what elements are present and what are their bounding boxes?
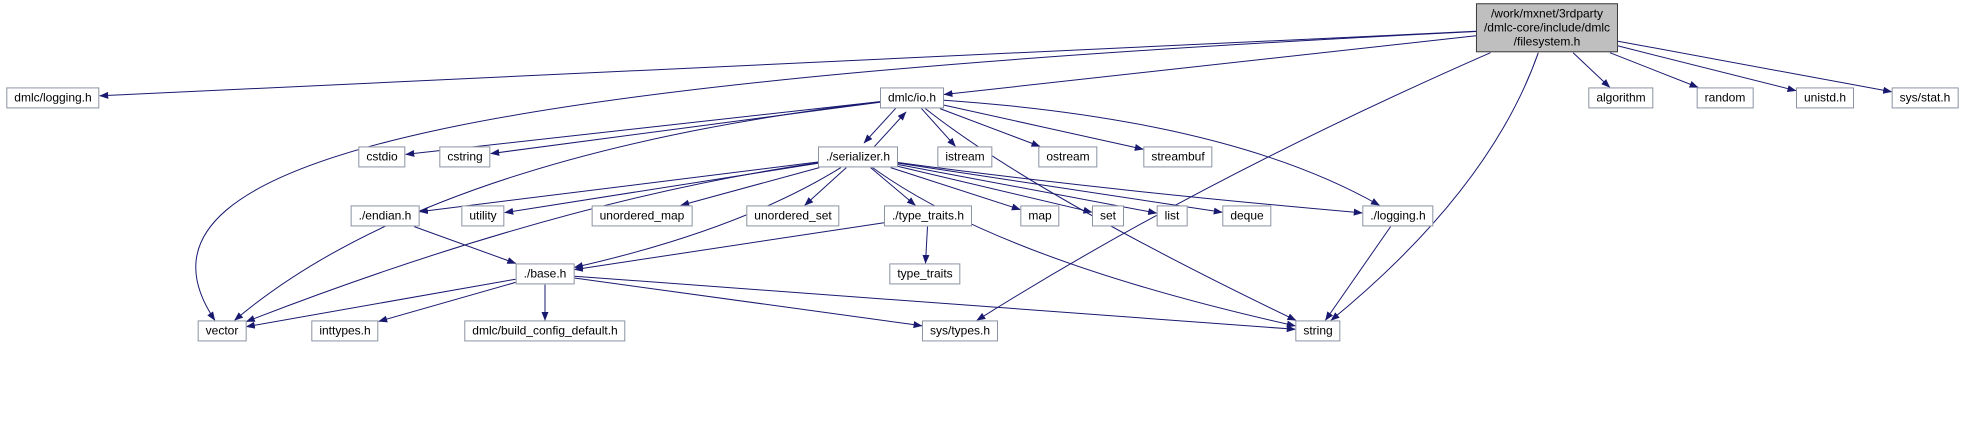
- edge-serializer-to-map: [890, 167, 1021, 211]
- edge-serializer-to-set: [897, 165, 1093, 214]
- edge-io-to-ostream: [939, 108, 1041, 147]
- edge-serializer-to-unordered-set: [804, 167, 847, 206]
- edge-filesystem-to-dmlc-logging: [99, 30, 1477, 99]
- node-filesystem: /work/mxnet/3rdparty /dmlc-core/include/…: [1475, 3, 1619, 53]
- node-random[interactable]: random: [1696, 87, 1754, 109]
- edge-serializer-to-base: [573, 167, 842, 269]
- edge-io-to-string: [925, 108, 1297, 321]
- edge-serializer-to-string: [872, 167, 1296, 328]
- edge-type-traits-h-to-base: [573, 222, 885, 272]
- node-cstdio[interactable]: cstdio: [358, 146, 406, 168]
- edge-base-to-sys-types: [574, 277, 923, 329]
- node-logging[interactable]: ./logging.h: [1362, 205, 1434, 227]
- node-base[interactable]: ./base.h: [515, 263, 575, 285]
- node-type-traits-h[interactable]: ./type_traits.h: [883, 205, 973, 227]
- edge-io-to-cstdio: [405, 101, 881, 157]
- edge-io-to-streambuf: [943, 104, 1144, 151]
- node-inttypes[interactable]: inttypes.h: [311, 320, 379, 342]
- node-dmlc-logging[interactable]: dmlc/logging.h: [6, 87, 100, 109]
- node-unistd[interactable]: unistd.h: [1795, 87, 1855, 109]
- edge-endian-to-base: [414, 226, 517, 264]
- edge-serializer-to-list: [897, 164, 1158, 215]
- edge-filesystem-to-sys-stat: [1617, 40, 1893, 94]
- edge-base-to-vector: [245, 278, 516, 329]
- node-utility[interactable]: utility: [461, 205, 505, 227]
- edge-io-to-istream: [921, 108, 956, 147]
- edge-io-to-vector: [234, 101, 881, 321]
- node-ostream[interactable]: ostream: [1038, 146, 1098, 168]
- edge-serializer-to-deque: [897, 162, 1223, 215]
- edge-serializer-to-type-traits-h: [870, 167, 916, 206]
- edge-io-to-serializer: [863, 104, 899, 144]
- node-deque[interactable]: deque: [1222, 205, 1272, 227]
- edge-base-to-inttypes: [378, 281, 516, 323]
- node-map[interactable]: map: [1020, 205, 1060, 227]
- node-build-config[interactable]: dmlc/build_config_default.h: [464, 320, 626, 342]
- edge-serializer-to-unordered-map: [680, 167, 820, 207]
- node-streambuf[interactable]: streambuf: [1143, 146, 1213, 168]
- node-serializer[interactable]: ./serializer.h: [817, 146, 899, 168]
- edge-serializer-to-logging: [897, 162, 1363, 216]
- node-endian[interactable]: ./endian.h: [350, 205, 420, 227]
- edge-base-to-string: [574, 275, 1296, 333]
- node-type-traits[interactable]: type_traits: [889, 263, 961, 285]
- edge-filesystem-to-vector: [195, 31, 1477, 321]
- node-istream[interactable]: istream: [937, 146, 993, 168]
- edge-serializer-to-endian: [418, 161, 819, 215]
- edge-filesystem-to-random: [1609, 52, 1699, 88]
- edge-filesystem-to-algorithm: [1572, 52, 1611, 88]
- node-vector[interactable]: vector: [197, 320, 247, 342]
- edge-io-to-cstring: [490, 101, 881, 156]
- node-algorithm[interactable]: algorithm: [1588, 87, 1654, 109]
- edge-serializer-to-io: [871, 111, 907, 151]
- node-cstring[interactable]: cstring: [439, 146, 491, 168]
- edge-serializer-to-vector: [245, 162, 819, 323]
- node-unordered-set[interactable]: unordered_set: [746, 205, 840, 227]
- edge-type-traits-h-to-type-traits: [922, 226, 930, 264]
- edge-filesystem-to-string: [1330, 52, 1539, 321]
- node-set[interactable]: set: [1091, 205, 1125, 227]
- edge-logging-to-string: [1324, 226, 1392, 321]
- node-io[interactable]: dmlc/io.h: [879, 87, 945, 109]
- edge-filesystem-to-unistd: [1617, 45, 1797, 93]
- node-unordered-map[interactable]: unordered_map: [591, 205, 693, 227]
- edge-filesystem-to-io: [943, 35, 1477, 98]
- node-sys-stat[interactable]: sys/stat.h: [1891, 87, 1959, 109]
- node-list[interactable]: list: [1156, 205, 1188, 227]
- edge-filesystem-to-sys-types: [976, 52, 1491, 321]
- node-sys-types[interactable]: sys/types.h: [921, 320, 999, 342]
- node-string[interactable]: string: [1295, 320, 1341, 342]
- edge-io-to-logging: [943, 99, 1380, 206]
